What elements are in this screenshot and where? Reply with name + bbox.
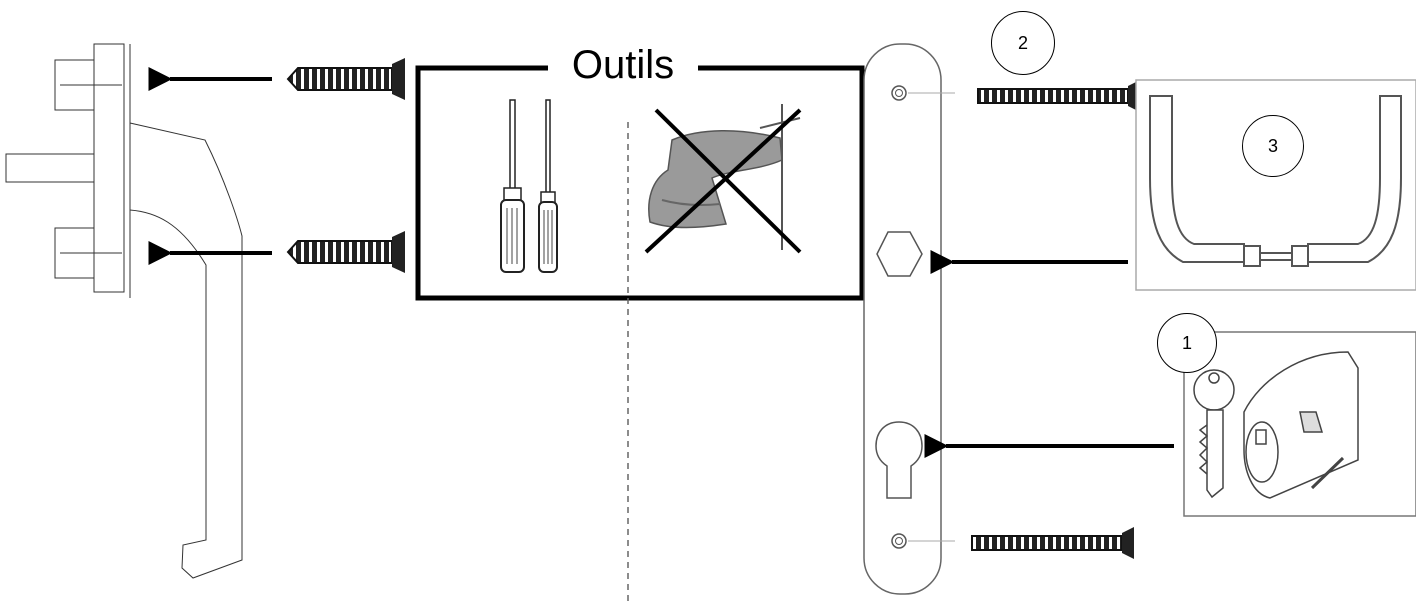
handle-set-box	[1135, 79, 1416, 291]
callout-number-1: 1	[1157, 313, 1217, 373]
screwdriver-icon	[500, 99, 525, 273]
door-plate-front-view	[863, 43, 955, 595]
cylinder-icon	[1243, 351, 1359, 499]
screw-lower-right	[971, 527, 1134, 559]
cross-icon	[644, 108, 802, 254]
screw-lower-left	[286, 231, 405, 273]
cylinder-key-box	[1183, 331, 1416, 517]
cylinder-screw-icon	[1310, 456, 1345, 490]
tools-title: Outils	[548, 38, 698, 92]
screw-upper-left	[286, 58, 405, 100]
handle-side-view	[5, 43, 243, 579]
screwdriver-icon	[538, 99, 558, 273]
tools-box	[415, 65, 865, 605]
callout-number-2: 2	[991, 11, 1055, 75]
screw-upper-right	[977, 80, 1140, 112]
key-icon	[1193, 369, 1235, 499]
callout-number-3: 3	[1242, 115, 1304, 177]
